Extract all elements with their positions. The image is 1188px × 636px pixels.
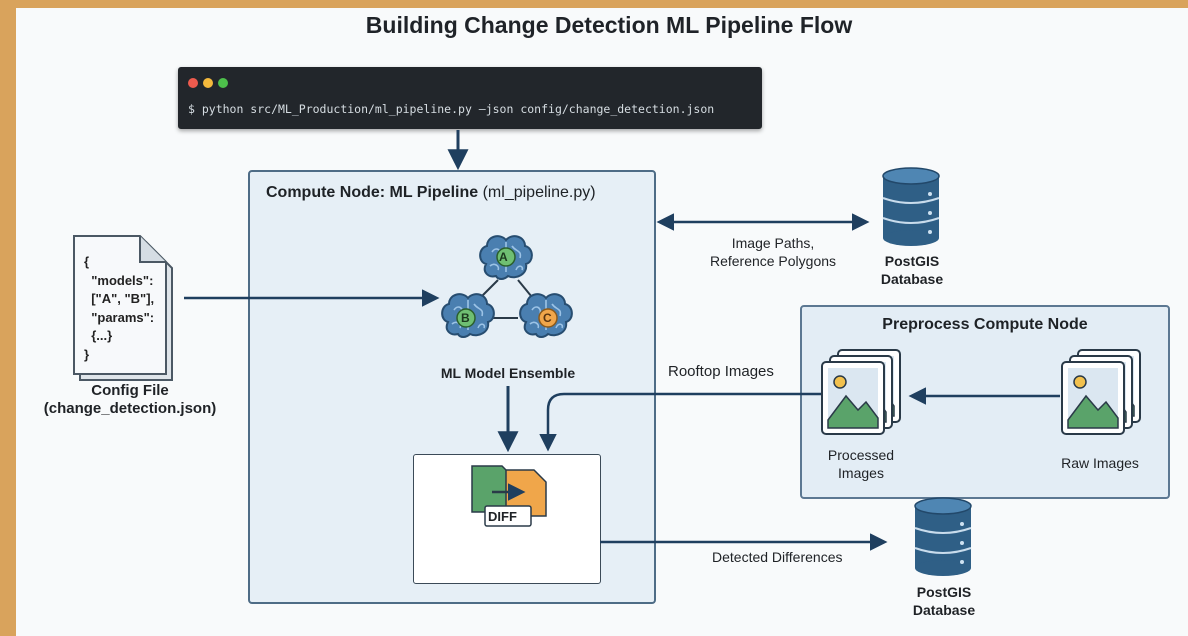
postgis-bottom-label-line1: PostGIS <box>916 584 972 600</box>
config-file-label-line2: (change_detection.json) <box>43 400 217 417</box>
raw-images-label: Raw Images <box>1061 455 1139 471</box>
compute-node-title-bold: Compute Node: ML Pipeline <box>266 184 479 201</box>
raw-images-icon <box>1061 349 1141 435</box>
compute-node-title-file: (ml_pipeline.py) <box>478 184 596 201</box>
config-line: } <box>84 346 90 362</box>
diagram-title: Building Change Detection ML Pipeline Fl… <box>365 12 853 38</box>
ensemble-label: ML Model Ensemble <box>440 365 576 381</box>
config-file-label: Config File (change_detection.json) <box>30 382 230 418</box>
terminal-window: $ python src/ML_Production/ml_pipeline.p… <box>178 67 762 129</box>
config-line: "models": <box>84 272 154 288</box>
maximize-dot-icon <box>218 78 228 88</box>
rooftop-images-arrow <box>539 392 822 452</box>
compute-node-title: Compute Node: ML Pipeline (ml_pipeline.p… <box>266 184 596 202</box>
model-c-label: C <box>543 311 552 325</box>
edge-label-line1: Image Paths, <box>731 235 815 251</box>
config-line: {...} <box>84 328 113 343</box>
config-line: ["A", "B"], <box>84 291 155 306</box>
image-paths-edge-label: Image Paths, Reference Polygons <box>688 234 858 270</box>
terminal-command: $ python src/ML_Production/ml_pipeline.p… <box>188 102 715 116</box>
model-a-label: A <box>499 250 508 264</box>
ml-model-ensemble-icon <box>441 235 573 338</box>
close-dot-icon <box>188 78 198 88</box>
minimize-dot-icon <box>203 78 213 88</box>
diff-icon <box>471 465 547 527</box>
preprocess-node-title: Preprocess Compute Node <box>882 316 1088 333</box>
postgis-database-bottom-icon <box>914 497 972 577</box>
rooftop-images-edge-label: Rooftop Images <box>668 363 774 380</box>
postgis-database-top-icon <box>882 167 940 247</box>
postgis-top-label-line1: PostGIS <box>884 253 940 269</box>
postgis-bottom-label-line2: Database <box>912 602 976 618</box>
processed-images-label-line1: Processed <box>827 447 895 463</box>
processed-images-label-line2: Images <box>838 465 884 481</box>
postgis-top-label-line2: Database <box>880 271 944 287</box>
model-b-label: B <box>461 311 470 325</box>
edge-label-line2: Reference Polygons <box>709 253 837 269</box>
config-file-label-line1: Config File <box>91 382 169 399</box>
config-file-content: { "models": ["A", "B"], "params": {...}} <box>84 253 154 364</box>
config-line: { <box>84 254 90 269</box>
config-line: "params": <box>84 309 155 325</box>
processed-images-icon <box>821 349 901 435</box>
config-file-icon <box>73 235 173 381</box>
postgis-top-label: PostGIS Database <box>862 252 962 288</box>
processed-images-label: Processed Images <box>806 446 916 482</box>
diff-label: DIFF <box>488 509 517 524</box>
postgis-bottom-label: PostGIS Database <box>894 583 994 619</box>
detected-differences-edge-label: Detected Differences <box>712 549 843 565</box>
